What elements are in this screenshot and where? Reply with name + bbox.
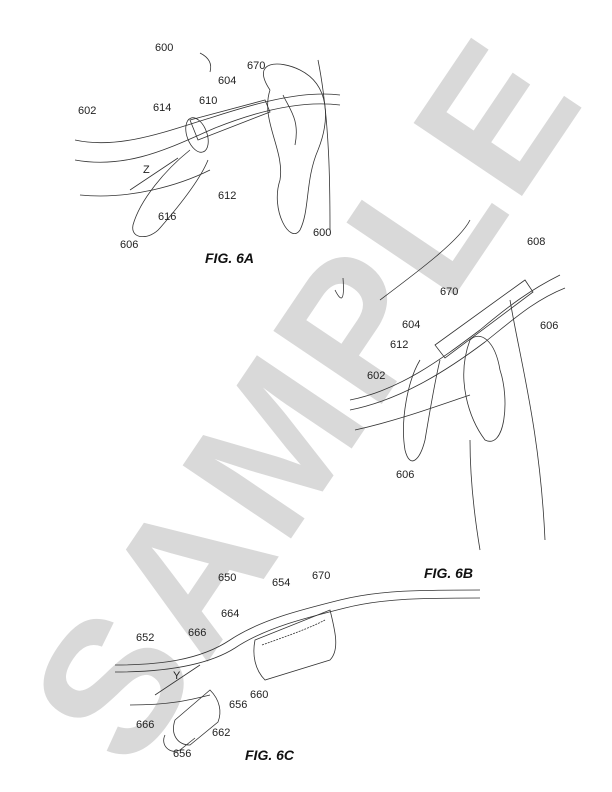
fig-6c-drawing bbox=[114, 589, 481, 752]
ref-label: 608 bbox=[527, 236, 546, 248]
ref-label: 604 bbox=[218, 75, 237, 87]
figure-caption-6b: FIG. 6B bbox=[424, 565, 474, 581]
fig-6a-drawing bbox=[74, 52, 341, 238]
ref-label: 600 bbox=[155, 42, 174, 54]
ref-label: 606 bbox=[396, 469, 415, 481]
ref-label: 602 bbox=[367, 370, 386, 382]
ref-label: 660 bbox=[250, 689, 269, 701]
figure-caption-6c: FIG. 6C bbox=[245, 747, 295, 763]
ref-label: 656 bbox=[229, 699, 248, 711]
ref-label: 606 bbox=[120, 239, 139, 251]
axis-label-y: Y bbox=[173, 670, 181, 682]
ref-label: 614 bbox=[153, 102, 172, 114]
ref-label: 656 bbox=[173, 748, 192, 760]
ref-label: 604 bbox=[402, 319, 421, 331]
ref-label: 662 bbox=[212, 727, 231, 739]
ref-label: 670 bbox=[247, 60, 266, 72]
ref-label: 650 bbox=[218, 572, 237, 584]
ref-label: 654 bbox=[272, 577, 291, 589]
axis-label-z: Z bbox=[143, 164, 150, 176]
ref-label: 670 bbox=[312, 570, 331, 582]
ref-label: 616 bbox=[158, 211, 177, 223]
ref-label: 600 bbox=[313, 227, 332, 239]
fig-6b-drawing bbox=[334, 219, 566, 551]
ref-label: 652 bbox=[136, 632, 155, 644]
ref-label: 670 bbox=[440, 286, 459, 298]
ref-label: 666 bbox=[188, 627, 207, 639]
ref-label: 612 bbox=[390, 339, 409, 351]
ref-label: 664 bbox=[221, 608, 240, 620]
ref-label: 602 bbox=[78, 105, 97, 117]
ref-label: 612 bbox=[218, 190, 237, 202]
figure-caption-6a: FIG. 6A bbox=[205, 250, 255, 266]
ref-label: 666 bbox=[136, 719, 155, 731]
ref-label: 606 bbox=[540, 320, 559, 332]
ref-label: 610 bbox=[199, 95, 218, 107]
